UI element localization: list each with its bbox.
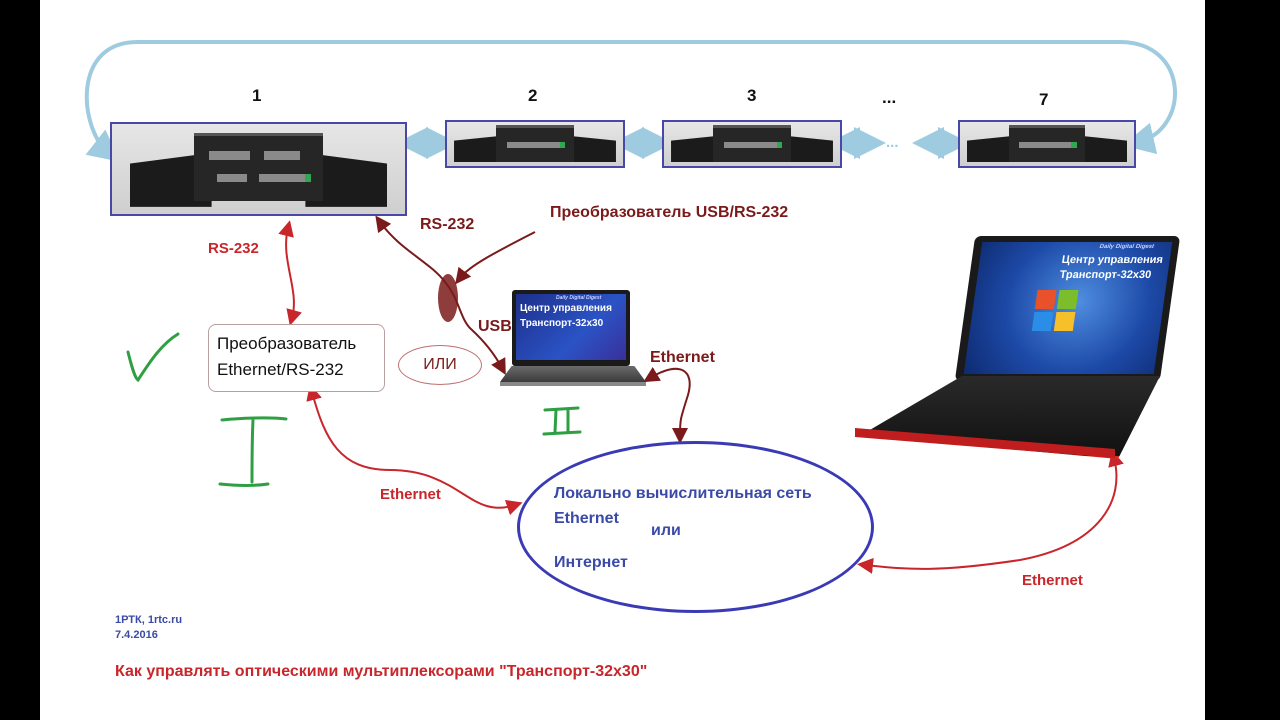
small-laptop[interactable]: Daily Digital Digest Центр управления Тр… [500, 288, 650, 396]
big-laptop-screen: Daily Digital Digest Центр управления Тр… [963, 242, 1173, 374]
windows-logo-icon [1031, 290, 1080, 332]
chain-gap-dots: ... [886, 134, 899, 151]
device-number-7: 7 [1039, 90, 1049, 109]
ring-loop-arrow [84, 39, 1177, 162]
small-laptop-edge [500, 382, 646, 386]
ethernet-small-laptop-arrow [643, 367, 691, 444]
variant-one-mark [218, 416, 288, 487]
small-laptop-base [500, 366, 646, 382]
footer-author: 1РТК, 1rtc.ru [115, 614, 183, 626]
ethernet-label-big-laptop: Ethernet [1022, 572, 1083, 589]
device-number-3: 3 [747, 86, 757, 105]
lan-line-1: Локально вычислительная сеть [554, 485, 812, 502]
multiplexer-device-1[interactable] [110, 122, 407, 216]
big-laptop-brand: Daily Digital Digest [1099, 244, 1155, 250]
small-laptop-line-2: Транспорт-32х30 [520, 318, 604, 329]
multiplexer-device-3[interactable] [662, 120, 842, 168]
small-laptop-brand: Daily Digital Digest [556, 295, 602, 301]
ethernet-label-converter: Ethernet [380, 486, 441, 503]
variant-two-mark [542, 406, 582, 436]
rs232-label-center: RS-232 [420, 216, 475, 233]
multiplexer-device-2[interactable] [445, 120, 625, 168]
usb-converter-pointer [455, 231, 536, 285]
converter-line-2: Ethernet/RS-232 [217, 360, 344, 379]
big-laptop-line-1: Центр управления [1060, 254, 1164, 266]
or-oval: ИЛИ [398, 345, 482, 385]
usb-converter-blob [438, 274, 458, 322]
connectors-layer [84, 39, 1177, 574]
or-label: ИЛИ [423, 356, 457, 373]
lan-network-oval[interactable] [517, 441, 874, 613]
diagram-canvas: 1 2 3 ... 7 ... RS-232 RS-232 Преобра [40, 0, 1205, 720]
small-laptop-line-1: Центр управления [520, 303, 612, 314]
big-laptop[interactable]: Daily Digital Digest Центр управления Тр… [855, 236, 1181, 471]
lan-or: или [651, 522, 681, 539]
converter-line-1: Преобразователь [217, 334, 357, 353]
usb-label: USB [478, 318, 512, 335]
device-number-2: 2 [528, 86, 538, 105]
check-mark [126, 332, 180, 383]
device-number-1: 1 [252, 86, 262, 105]
big-laptop-line-2: Транспорт-32х30 [1058, 269, 1152, 281]
ethernet-rs232-converter[interactable]: Преобразователь Ethernet/RS-232 [208, 324, 385, 392]
device-number-gap: ... [882, 88, 897, 107]
footer-date: 7.4.2016 [115, 629, 158, 641]
rs232-converter-arrow [278, 220, 302, 326]
lan-line-3: Интернет [554, 554, 628, 571]
multiplexer-device-7[interactable] [958, 120, 1136, 168]
small-laptop-screen: Daily Digital Digest Центр управления Тр… [516, 294, 626, 360]
rs232-label-left: RS-232 [208, 240, 259, 257]
lan-line-2: Ethernet [554, 510, 619, 527]
footer-title: Как управлять оптическими мультиплексора… [115, 663, 648, 680]
ethernet-label-small-laptop: Ethernet [650, 349, 715, 366]
usb-converter-label: Преобразователь USB/RS-232 [550, 204, 789, 221]
ethernet-converter-arrow [306, 384, 523, 516]
ethernet-big-laptop-arrow [857, 450, 1124, 574]
